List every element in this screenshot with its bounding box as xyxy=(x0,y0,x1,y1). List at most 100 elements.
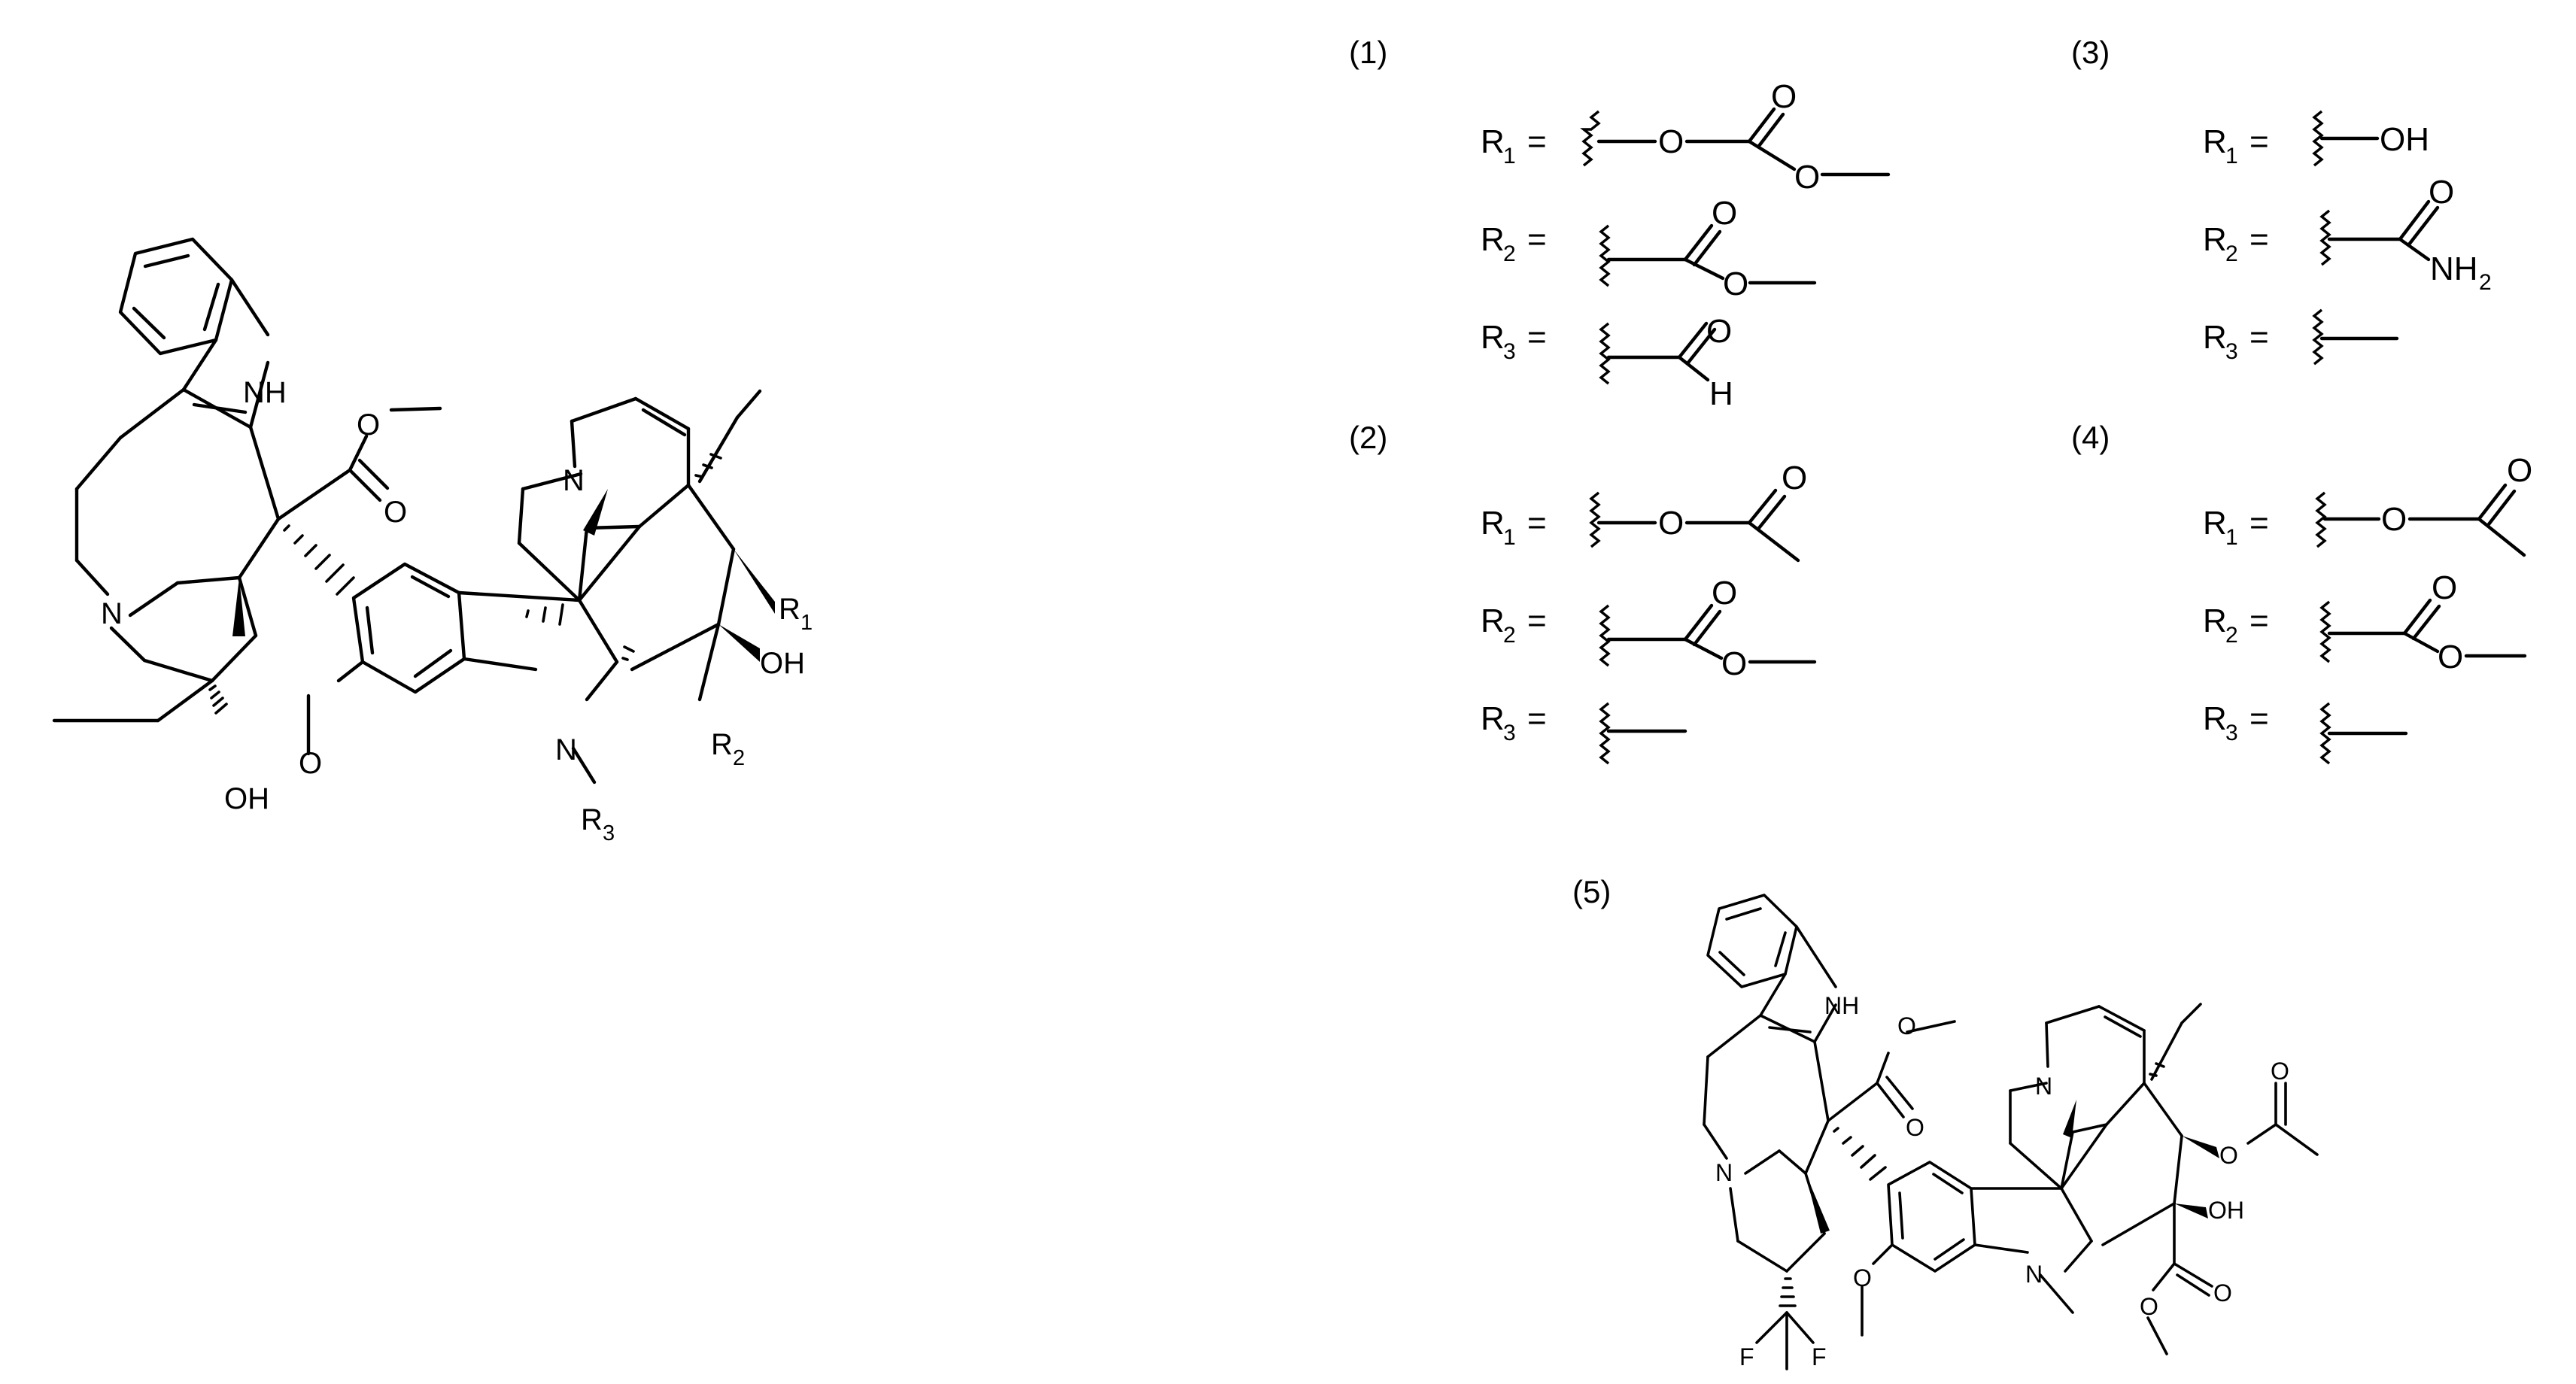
c5-indoline-nitrogen: N xyxy=(2025,1261,2043,1288)
svg-text:3: 3 xyxy=(603,821,615,845)
c5-ester2-ether-oxygen: O xyxy=(2140,1293,2158,1320)
svg-text:O: O xyxy=(1658,505,1684,542)
svg-text:O: O xyxy=(1721,645,1747,682)
compound-1-r2-row: R 2 = O O xyxy=(1481,195,1817,302)
svg-text:=: = xyxy=(2249,602,2269,639)
compound-2-label: (2) xyxy=(1349,420,1387,455)
svg-text:2: 2 xyxy=(2225,241,2238,266)
svg-text:2: 2 xyxy=(1503,241,1516,266)
c5-indole-nh: NH xyxy=(1824,992,1859,1019)
compound-3-r2-row: R 2 = O NH 2 xyxy=(2203,174,2492,295)
svg-text:R: R xyxy=(1481,123,1505,160)
svg-text:O: O xyxy=(2429,174,2454,211)
svg-text:R: R xyxy=(2203,221,2227,258)
svg-text:R: R xyxy=(2203,319,2227,356)
svg-text:3: 3 xyxy=(1503,721,1516,745)
c5-methoxy-oxygen: O xyxy=(1853,1264,1872,1291)
c5-acetate-carbonyl-oxygen: O xyxy=(2271,1058,2289,1085)
c5-top-nitrogen: N xyxy=(2035,1073,2052,1100)
compound-3-r1-row: R 1 = OH xyxy=(2203,110,2429,168)
svg-text:1: 1 xyxy=(1503,525,1516,550)
main-ester-oxygen-top: O xyxy=(357,408,380,442)
c5-hydroxyl: OH xyxy=(2208,1197,2244,1224)
svg-text:R: R xyxy=(2203,602,2227,639)
svg-text:O: O xyxy=(2432,569,2457,606)
svg-text:=: = xyxy=(2249,505,2269,542)
svg-text:2: 2 xyxy=(733,746,745,770)
svg-text:O: O xyxy=(1706,313,1732,350)
svg-text:3: 3 xyxy=(2225,721,2238,745)
main-hydroxyl-right: OH xyxy=(760,647,805,680)
c5-ester-oxygen-bottom: O xyxy=(1906,1114,1924,1141)
svg-text:=: = xyxy=(2249,221,2269,258)
compound-5-label: (5) xyxy=(1572,874,1611,909)
svg-text:=: = xyxy=(1527,319,1547,356)
svg-text:R: R xyxy=(2203,505,2227,542)
svg-text:1: 1 xyxy=(2225,144,2238,168)
compound-2-r2-row: R 2 = O O xyxy=(1481,575,1817,682)
svg-text:O: O xyxy=(1658,123,1684,160)
compound-2-r1-row: R 1 = O O xyxy=(1481,460,1807,563)
c5-ester2-carbonyl-oxygen: O xyxy=(2213,1279,2232,1307)
main-vinca-structure: NH O O N N OH OH N O R 1 R 2 R 3 xyxy=(52,237,813,845)
main-r1-label: R 1 xyxy=(779,593,813,635)
compound-3-label: (3) xyxy=(2071,35,2110,70)
svg-text:=: = xyxy=(1527,700,1547,737)
compound-4-r2-row: R 2 = O O xyxy=(2203,569,2527,675)
svg-text:O: O xyxy=(2381,501,2407,538)
svg-text:H: H xyxy=(1709,375,1733,412)
main-r3-label: R 3 xyxy=(581,803,615,845)
svg-text:R: R xyxy=(711,728,733,761)
compound-5-structure: (5) xyxy=(1572,874,2319,1370)
svg-text:R: R xyxy=(2203,700,2227,737)
svg-text:2: 2 xyxy=(1503,623,1516,648)
svg-text:3: 3 xyxy=(1503,339,1516,364)
compound-4-r1-row: R 1 = O O xyxy=(2203,452,2532,557)
main-indoline-nitrogen: N xyxy=(555,733,577,766)
c5-acetate-oxygen: O xyxy=(2219,1142,2238,1169)
main-hydroxyl-left: OH xyxy=(224,782,269,815)
compound-1-label: (1) xyxy=(1349,35,1387,70)
svg-text:R: R xyxy=(1481,319,1505,356)
compound-4-label: (4) xyxy=(2071,420,2110,455)
compound-4-panel: (4) R 1 = O O R 2 = O O xyxy=(2071,420,2532,765)
svg-text:O: O xyxy=(2438,639,2463,675)
svg-text:3: 3 xyxy=(2225,339,2238,364)
svg-text:O: O xyxy=(1794,159,1820,196)
svg-text:2: 2 xyxy=(2479,270,2492,295)
svg-text:=: = xyxy=(1527,221,1547,258)
main-ester-oxygen-bottom: O xyxy=(384,496,407,529)
c5-fluorine-left: F xyxy=(1739,1343,1754,1370)
svg-text:O: O xyxy=(2507,452,2532,489)
svg-text:R: R xyxy=(2203,123,2227,160)
svg-text:=: = xyxy=(1527,602,1547,639)
svg-text:R: R xyxy=(779,593,800,626)
svg-text:R: R xyxy=(1481,602,1505,639)
svg-text:2: 2 xyxy=(2225,623,2238,648)
svg-text:OH: OH xyxy=(2380,121,2429,158)
compound-4-r3-row: R 3 = xyxy=(2203,700,2408,765)
c5-ester-oxygen-top: O xyxy=(1897,1012,1916,1040)
main-left-nitrogen: N xyxy=(101,597,123,630)
main-indole-nh: NH xyxy=(243,376,287,409)
main-methoxy-oxygen: O xyxy=(299,747,322,780)
compound-3-panel: (3) R 1 = OH R 2 = O NH 2 R 3 = xyxy=(2071,35,2492,366)
svg-text:R: R xyxy=(581,803,603,836)
compound-1-panel: (1) R 1 = O O O R 2 = O xyxy=(1349,35,1891,412)
compound-2-r3-row: R 3 = xyxy=(1481,700,1687,765)
svg-text:R: R xyxy=(1481,505,1505,542)
svg-text:=: = xyxy=(1527,505,1547,542)
compound-2-panel: (2) R 1 = O O R 2 = O O xyxy=(1349,420,1817,765)
svg-text:O: O xyxy=(1712,575,1737,612)
c5-fluorine-right: F xyxy=(1812,1343,1827,1370)
svg-text:=: = xyxy=(2249,700,2269,737)
svg-text:1: 1 xyxy=(2225,525,2238,550)
svg-text:R: R xyxy=(1481,700,1505,737)
svg-text:=: = xyxy=(1527,123,1547,160)
svg-text:O: O xyxy=(1723,266,1748,302)
main-top-nitrogen: N xyxy=(563,464,585,497)
svg-text:O: O xyxy=(1712,195,1737,232)
compound-1-r1-row: R 1 = O O O xyxy=(1481,78,1891,196)
main-r2-label: R 2 xyxy=(711,728,745,770)
